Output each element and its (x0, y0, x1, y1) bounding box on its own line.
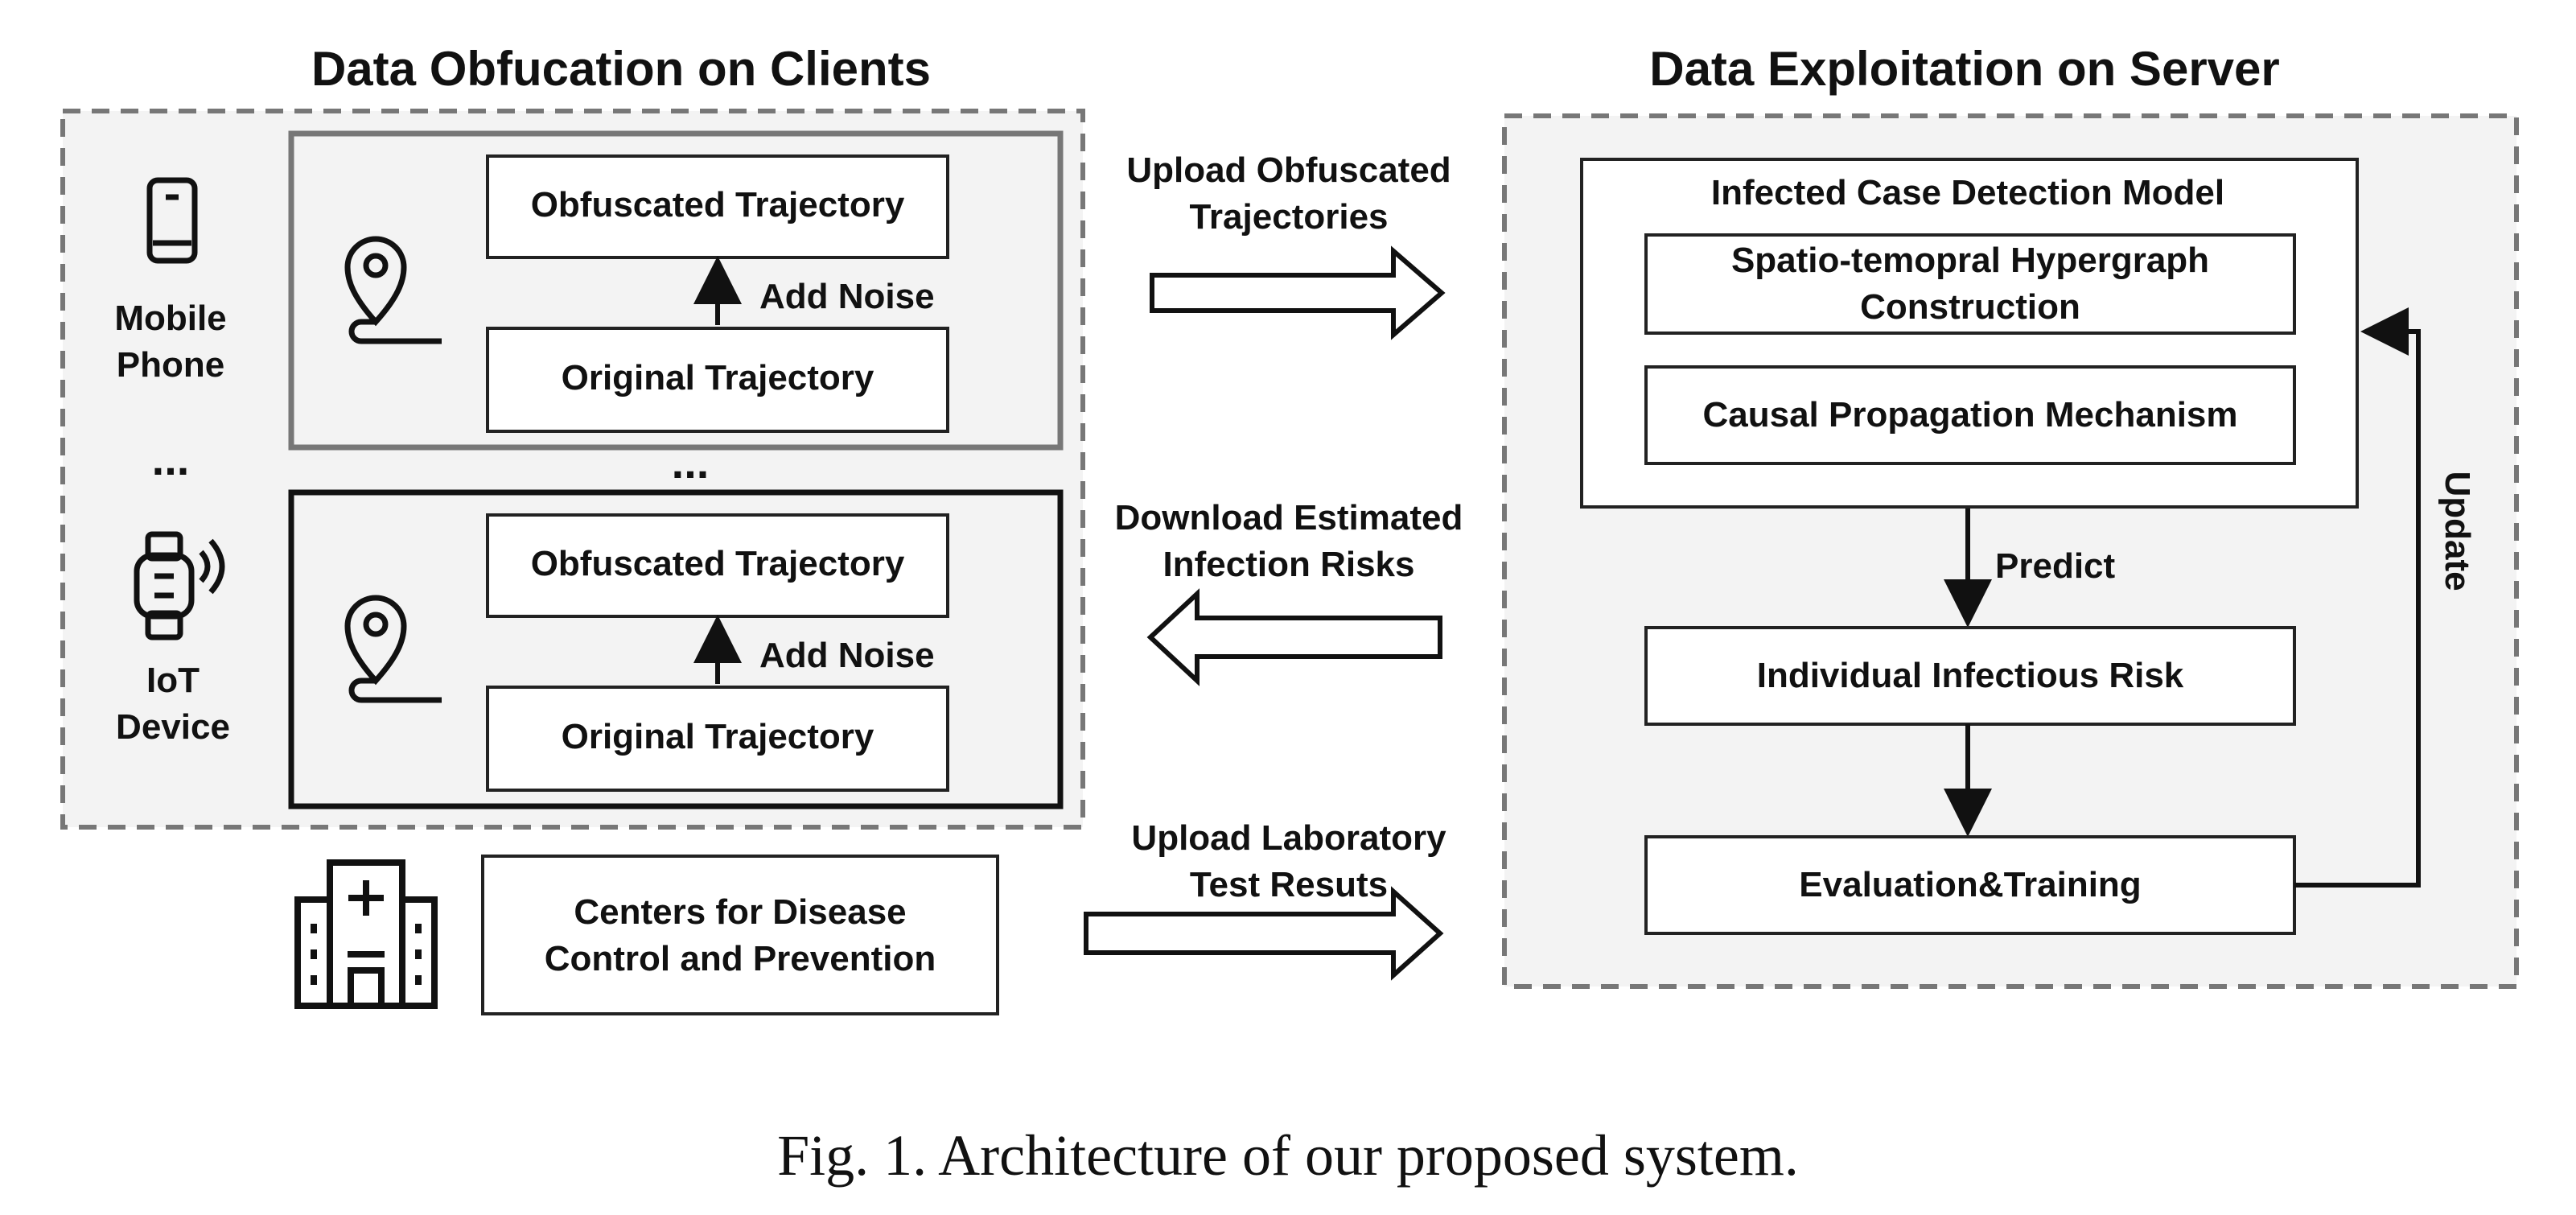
original-trajectory-box-2 (486, 686, 949, 792)
add-noise-label-1: Add Noise (759, 277, 935, 316)
download-risks-arrow (1146, 588, 1442, 686)
cdc-box (481, 855, 999, 1015)
original-trajectory-label-2: Original Trajectory (562, 717, 874, 756)
model-title: Infected Case Detection Model (1711, 173, 2224, 212)
smartwatch-icon (134, 531, 225, 640)
risk-label: Individual Infectious Risk (1757, 656, 2184, 695)
upload-trajectories-arrow (1150, 245, 1446, 340)
iot-device-label-line1: IoT (146, 661, 200, 700)
hospital-icon (294, 859, 438, 1009)
mobile-phone-label-line2: Phone (117, 345, 224, 385)
client-section-title: Data Obfucation on Clients (311, 42, 931, 96)
device-ellipsis: ... (152, 434, 190, 484)
evaluation-label: Evaluation&Training (1799, 865, 2141, 904)
causal-box (1644, 365, 2296, 465)
box-ellipsis: ... (672, 437, 710, 488)
upload-trajectories-label-line2: Trajectories (1189, 197, 1388, 237)
evaluation-box (1644, 835, 2296, 935)
hypergraph-label-line2: Construction (1860, 287, 2080, 327)
original-trajectory-label-1: Original Trajectory (562, 358, 874, 397)
update-label: Update (2438, 471, 2477, 591)
update-arrow (2294, 307, 2421, 888)
causal-label: Causal Propagation Mechanism (1702, 395, 2237, 435)
figure-caption: Fig. 1. Architecture of our proposed sys… (777, 1123, 1799, 1188)
cdc-label-line1: Centers for Disease (574, 892, 906, 932)
download-risks-label-line1: Download Estimated (1115, 498, 1463, 537)
predict-label: Predict (1995, 546, 2116, 586)
iot-device-label-line2: Device (116, 707, 230, 747)
location-pin-icon (344, 236, 442, 344)
location-pin-icon (344, 595, 442, 703)
server-section-title: Data Exploitation on Server (1649, 42, 2280, 96)
upload-lab-results-label-line2: Test Resuts (1190, 865, 1388, 904)
upload-lab-results-arrow (1084, 886, 1444, 981)
obfuscated-trajectory-box-1 (486, 154, 949, 259)
add-noise-label-2: Add Noise (759, 636, 935, 675)
obfuscated-trajectory-label-2: Obfuscated Trajectory (531, 544, 905, 583)
mobile-phone-label-line1: Mobile (114, 299, 226, 338)
download-risks-label-line2: Infection Risks (1163, 545, 1415, 584)
risk-box (1644, 626, 2296, 726)
hypergraph-box (1644, 233, 2296, 335)
upload-lab-results-label-line1: Upload Laboratory (1131, 818, 1446, 858)
hypergraph-label-line1: Spatio-temopral Hypergraph (1731, 241, 2209, 280)
obfuscated-trajectory-label-1: Obfuscated Trajectory (531, 185, 905, 224)
upload-trajectories-label-line1: Upload Obfuscated (1126, 150, 1451, 190)
original-trajectory-box-1 (486, 327, 949, 433)
mobile-phone-icon (146, 177, 198, 264)
cdc-label-line2: Control and Prevention (545, 939, 936, 978)
